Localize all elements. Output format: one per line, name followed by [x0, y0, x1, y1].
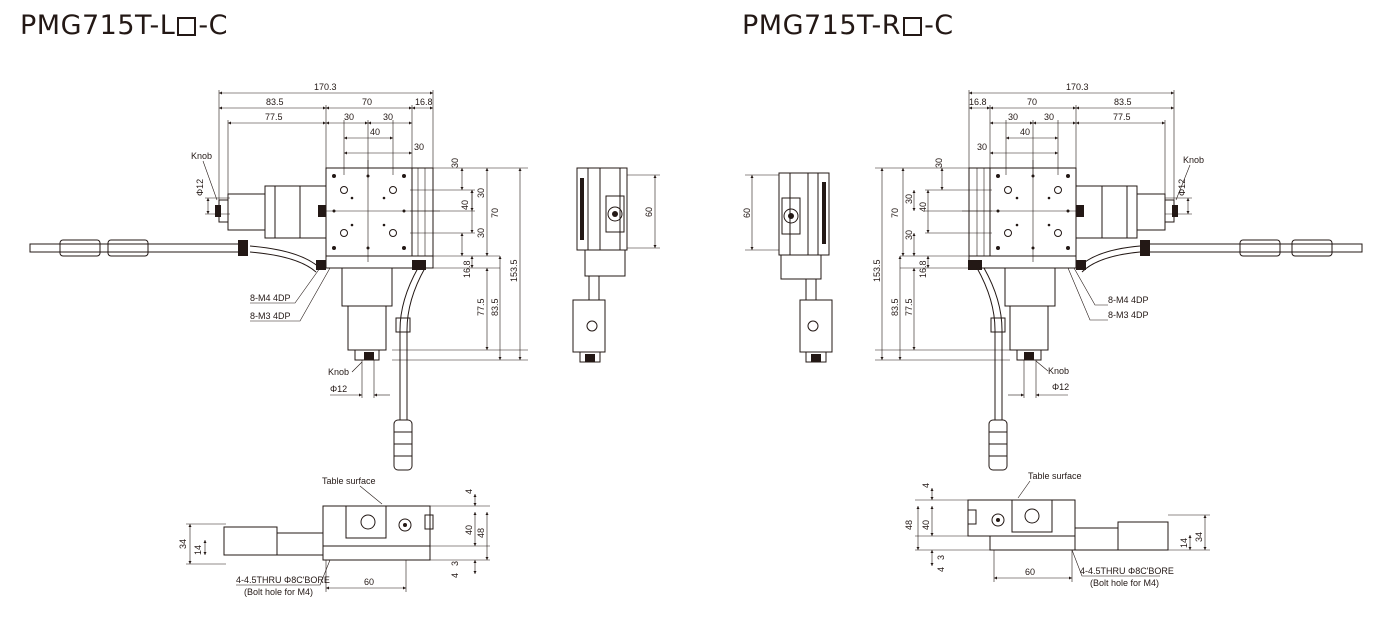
table-surface-label: Table surface	[1028, 471, 1082, 481]
dim-v-16-8: 16.8	[918, 260, 928, 278]
title-left-prefix: PMG715T-L	[20, 10, 176, 41]
dim-v-40: 40	[460, 200, 470, 210]
phi-label-top: Φ12	[195, 179, 205, 196]
front-dim-48: 48	[476, 528, 486, 538]
front-dim-14: 14	[1179, 538, 1189, 548]
dim-30: 30	[383, 112, 393, 122]
left-side-view: 60	[572, 167, 660, 363]
title-right-suffix: -C	[924, 10, 954, 41]
front-dim-3: 3	[936, 555, 946, 560]
dim-40: 40	[370, 127, 380, 137]
front-dim-60: 60	[364, 577, 374, 587]
variant-box-icon	[903, 17, 923, 36]
holes-m4-label: 8-M4 4DP	[250, 293, 291, 303]
dim-v-30: 30	[934, 158, 944, 168]
dim-v-30: 30	[476, 188, 486, 198]
front-dim-40: 40	[464, 525, 474, 535]
dim-30: 30	[414, 142, 424, 152]
dim-v-77-5: 77.5	[476, 298, 486, 316]
dim-v-30: 30	[904, 230, 914, 240]
side-dim-60: 60	[644, 207, 654, 217]
dim-83-5: 83.5	[266, 97, 284, 107]
table-surface-label: Table surface	[322, 476, 376, 486]
title-right-prefix: PMG715T-R	[742, 10, 902, 41]
phi-label-bottom: Φ12	[1052, 382, 1069, 392]
holes-m4-label: 8-M4 4DP	[1108, 295, 1149, 305]
left-front-view: 34 14 4 40 48 3 4 60 Table surface 4-4.5…	[178, 476, 490, 597]
bolt-label: (Bolt hole for M4)	[244, 587, 313, 597]
dim-v-83-5: 83.5	[890, 298, 900, 316]
thru-label: 4-4.5THRU Φ8C'BORE	[236, 575, 330, 585]
thru-label: 4-4.5THRU Φ8C'BORE	[1080, 566, 1174, 576]
dim-30: 30	[977, 142, 987, 152]
dim-30: 30	[1044, 112, 1054, 122]
dim-30: 30	[1008, 112, 1018, 122]
front-dim-4: 4	[936, 567, 946, 572]
holes-m3-label: 8-M3 4DP	[250, 311, 291, 321]
dim-70: 70	[1027, 97, 1037, 107]
front-dim-48: 48	[904, 520, 914, 530]
holes-m3-label: 8-M3 4DP	[1108, 310, 1149, 320]
left-top-view: 170.3 83.5 70 16.8 77.5 30 30 40 30	[29, 82, 528, 471]
dim-16-8: 16.8	[969, 97, 987, 107]
dim-v-153-5: 153.5	[509, 259, 519, 282]
right-top-view: 170.3 16.8 70 83.5 30 30 77.5 40 30	[872, 82, 1363, 471]
dim-v-70: 70	[890, 208, 900, 218]
front-dim-4: 4	[450, 573, 460, 578]
front-dim-14: 14	[193, 545, 203, 555]
right-side-view: 60	[742, 172, 833, 363]
side-dim-60: 60	[742, 208, 752, 218]
dim-v-70: 70	[490, 208, 500, 218]
front-dim-40: 40	[921, 520, 931, 530]
hole-pattern	[318, 160, 440, 262]
knob-label-top: Knob	[1183, 155, 1204, 165]
front-dim-34: 34	[1194, 532, 1204, 542]
front-dim-34: 34	[178, 539, 188, 549]
front-dim-4: 4	[464, 489, 474, 494]
right-front-view: 34 14 4 40 48 3 4 60 Table surface 4-4.5…	[904, 471, 1210, 588]
dim-16-8: 16.8	[415, 97, 433, 107]
phi-label-top: Φ12	[1177, 179, 1187, 196]
title-right: PMG715T-R -C	[742, 10, 954, 41]
dim-v-40: 40	[918, 202, 928, 212]
dim-v-30: 30	[450, 158, 460, 168]
dim-170-3: 170.3	[314, 82, 337, 92]
dim-40: 40	[1020, 127, 1030, 137]
knob-label-top: Knob	[191, 151, 212, 161]
dim-v-16-8: 16.8	[462, 260, 472, 278]
dim-77-5: 77.5	[265, 112, 283, 122]
knob-label-bottom: Knob	[328, 367, 349, 377]
dim-v-30: 30	[476, 228, 486, 238]
front-dim-60: 60	[1025, 567, 1035, 577]
dim-v-77-5: 77.5	[904, 298, 914, 316]
knob-label-bottom: Knob	[1048, 366, 1069, 376]
dim-v-153-5: 153.5	[872, 259, 882, 282]
front-dim-3: 3	[450, 561, 460, 566]
front-dim-4: 4	[921, 483, 931, 488]
title-left: PMG715T-L -C	[20, 10, 228, 41]
dim-77-5: 77.5	[1113, 112, 1131, 122]
variant-box-icon	[177, 17, 197, 36]
dim-v-83-5: 83.5	[490, 298, 500, 316]
bolt-label: (Bolt hole for M4)	[1090, 578, 1159, 588]
dim-v-30: 30	[904, 194, 914, 204]
dim-83-5: 83.5	[1114, 97, 1132, 107]
dim-70: 70	[362, 97, 372, 107]
dim-170-3: 170.3	[1066, 82, 1089, 92]
dim-30: 30	[344, 112, 354, 122]
title-left-suffix: -C	[198, 10, 228, 41]
phi-label-bottom: Φ12	[330, 384, 347, 394]
